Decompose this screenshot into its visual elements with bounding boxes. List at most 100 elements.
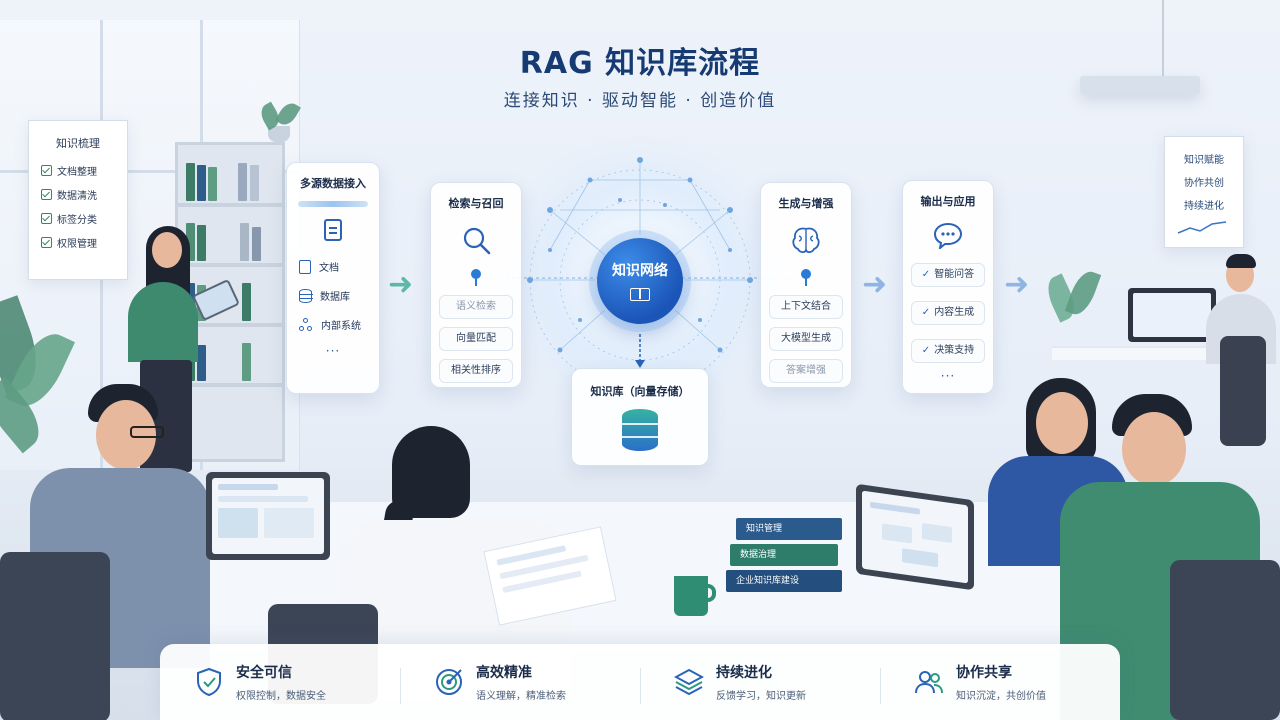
feature-subtitle: 反馈学习，知识更新 [716,691,806,702]
open-book-icon [630,288,650,301]
back-desk [1052,346,1252,360]
chat-bubble-icon [933,222,963,249]
panel-knowledge-base: 知识库（向量存储） [571,368,709,466]
output-item: ✓智能问答 [911,263,985,287]
right-man-head [1122,412,1186,486]
feature-subtitle: 语义理解，精准检索 [476,691,566,702]
book-knowledge-management: 知识管理 [736,518,842,540]
feature-title: 安全可信 [236,665,292,681]
book-data-governance: 数据治理 [730,544,838,566]
retrieval-step: 语义检索 [439,295,513,319]
checkmark-icon: ✓ [921,269,931,280]
knowledge-network-graph [470,157,810,380]
generation-step: 答案增强 [769,359,843,383]
connector-pin-icon [471,269,481,286]
whiteboard-item: 权限管理 [41,235,115,250]
laptop-left [206,472,330,560]
panel-title: 知识库（向量存储） [590,385,690,398]
vector-database-icon [622,409,658,451]
feature-item: 持续进化 反馈学习，知识更新 [640,662,880,704]
whiteboard-knowledge-sorting: 知识梳理 文档整理 数据清洗 标签分类 权限管理 [28,120,128,280]
brain-icon [792,227,820,254]
whiteboard-line: 持续进化 [1184,201,1224,212]
center-node-label: 知识网络 [612,263,668,279]
target-icon [436,669,462,695]
flow-arrow-icon: ➜ [1004,267,1030,302]
checkbox-icon [41,213,52,224]
connector-pin-icon [801,269,811,286]
feature-bar: 安全可信 权限控制，数据安全 高效精准 语义理解，精准检索 持续进化 反馈学习，… [160,644,1120,720]
feature-subtitle: 知识沉淀，共创价值 [956,691,1046,702]
checkmark-icon: ✓ [921,345,931,356]
panel-data-ingestion: 多源数据接入 文档 数据库 内部系统 ··· [286,162,380,394]
output-item: ✓内容生成 [911,301,985,325]
glasses-icon [130,426,164,438]
more-indicator: ··· [325,344,341,358]
coffee-mug [674,576,708,616]
data-stream-bar [298,201,368,207]
down-arrow-icon [635,334,645,368]
standing-person-body [128,282,198,362]
source-item: 文档 [299,259,379,274]
standing-person-head [152,232,182,268]
panel-generation: 生成与增强 上下文结合 大模型生成 答案增强 [760,182,852,388]
office-chair [1220,336,1266,446]
shelf-plant-pot [268,126,290,142]
office-chair-right [1170,560,1280,720]
source-item: 内部系统 [299,317,379,332]
page-subtitle: 连接知识 · 驱动智能 · 创造价值 [503,91,777,111]
panel-title: 多源数据接入 [300,177,366,190]
database-icon [298,288,313,303]
document-icon [299,259,311,274]
checkbox-icon [41,189,52,200]
feature-item: 协作共享 知识沉淀，共创价值 [880,662,1120,704]
lamp-cable [1162,0,1164,78]
panel-retrieval: 检索与召回 语义检索 向量匹配 相关性排序 [430,182,522,388]
laptop-right [856,483,974,591]
team-icon [915,671,943,694]
whiteboard-item: 数据清洗 [41,187,115,202]
panel-title: 生成与增强 [778,197,834,210]
output-item: ✓决策支持 [911,339,985,363]
left-person-head [96,400,156,470]
generation-step: 上下文结合 [769,295,843,319]
checkbox-icon [41,237,52,248]
shield-icon [197,667,221,697]
book-enterprise-kb: 企业知识库建设 [726,570,842,592]
whiteboard-empowerment: 知识赋能 协作共创 持续进化 [1164,136,1244,248]
panel-title: 检索与召回 [448,197,504,210]
desk-plant-leaf [1064,267,1102,319]
whiteboard-title: 知识梳理 [56,137,100,150]
feature-item: 高效精准 语义理解，精准检索 [400,662,640,704]
feature-item: 安全可信 权限控制，数据安全 [160,662,400,702]
mug-handle [704,584,716,602]
system-nodes-icon [299,317,313,332]
layers-icon [674,668,704,696]
more-indicator: ··· [940,369,956,383]
trend-line-icon [1177,221,1227,234]
feature-title: 持续进化 [716,665,772,681]
desktop-monitor [1128,288,1216,342]
search-icon [463,227,491,255]
retrieval-step: 相关性排序 [439,359,513,383]
office-chair-left [0,552,110,720]
flow-arrow-icon: ➜ [862,267,888,302]
whiteboard-item: 标签分类 [41,211,115,226]
feature-title: 高效精准 [476,665,532,681]
whiteboard-item: 文档整理 [41,163,115,178]
feature-title: 协作共享 [956,665,1012,681]
feature-subtitle: 权限控制，数据安全 [236,691,326,702]
checkbox-icon [41,165,52,176]
retrieval-step: 向量匹配 [439,327,513,351]
document-icon [324,219,342,241]
panel-title: 输出与应用 [920,195,976,208]
right-woman-head [1036,392,1088,454]
checkmark-icon: ✓ [921,307,931,318]
ceiling-lamp [1080,76,1200,94]
back-person-hair [1226,254,1256,268]
knowledge-network-node: 知识网络 [597,238,683,324]
whiteboard-line: 知识赋能 [1184,155,1224,166]
book-stack: 知识管理 数据治理 企业知识库建设 [726,518,846,594]
page-title: RAG 知识库流程 [519,46,761,81]
flow-arrow-icon: ➜ [388,267,414,302]
